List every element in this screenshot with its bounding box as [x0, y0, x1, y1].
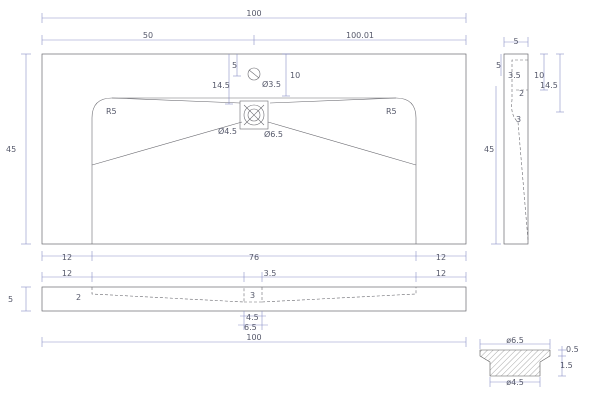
top-view: 100 50 100.01 R5 R5 Ø3.5: [6, 9, 467, 262]
dim-detail-top: ø6.5: [479, 336, 551, 349]
dim-detail-heights: 0.5 1.5: [558, 345, 579, 377]
dim-text-side-upper-rim: 5: [496, 61, 501, 70]
dim-text-hole-to-drain: 10: [290, 71, 300, 80]
dim-text-side-top-width: 5: [513, 37, 518, 46]
slope-line-left: [91, 121, 243, 166]
dim-text-front-overall: 100: [246, 333, 261, 342]
radius-left-label: R5: [106, 107, 117, 116]
dim-text-basin-width: 76: [249, 253, 259, 262]
drain-outer-dia-label: Ø6.5: [264, 129, 283, 139]
tap-hole-dia-label: Ø3.5: [262, 79, 281, 89]
dim-text-front-right-margin: 12: [436, 269, 446, 278]
dim-hole-offset: 5: [232, 54, 241, 77]
dim-front-top: 12 3.5 12: [41, 269, 467, 282]
tap-hole: [247, 67, 261, 81]
dim-text-height: 45: [6, 145, 16, 154]
dim-text-front-left-margin: 12: [62, 269, 72, 278]
dim-text-side-height: 45: [484, 145, 494, 154]
dim-text-overall-width: 100: [246, 9, 261, 18]
dim-front-thickness: 5: [8, 286, 31, 312]
dim-text-left-half: 50: [143, 31, 153, 40]
dim-text-front-slope-depth: 2: [76, 293, 81, 302]
dim-text-left-margin: 12: [62, 253, 72, 262]
drain-cross-b: [243, 104, 265, 126]
slope-line-right: [267, 121, 417, 166]
top-view-outline: [41, 53, 467, 245]
drain-detail-section: [479, 349, 551, 377]
dim-text-detail-height: 1.5: [560, 361, 573, 370]
radius-right-label: R5: [386, 107, 397, 116]
dim-front-drain-dias: 4.5 6.5: [238, 311, 268, 332]
dim-hole-to-drain: 10: [282, 53, 300, 97]
dim-text-right-margin: 12: [436, 253, 446, 262]
side-view: 5 5 3.5 2 3 10 14.5 45: [484, 37, 564, 245]
dim-side-height: 45: [484, 86, 501, 245]
slope-line-top-left: [111, 97, 241, 104]
tap-hole-mark: [248, 69, 260, 79]
side-view-outline: [503, 53, 529, 245]
dim-text-right-half: 100.01: [346, 31, 374, 40]
dim-text-drain-offset: 14.5: [212, 81, 230, 90]
dim-front-overall: 100: [41, 333, 467, 347]
dim-drain-offset: 14.5: [212, 54, 233, 105]
dim-text-side-drain-depth: 14.5: [540, 81, 558, 90]
dim-bottom-widths: 12 76 12: [41, 251, 467, 262]
front-section: 12 3.5 12 5 2 3 4.5 6.5 100: [8, 269, 467, 347]
dim-text-front-drain-inner: 4.5: [246, 313, 259, 322]
slope-line-top-right: [269, 97, 397, 104]
drain-square: [239, 100, 269, 130]
drain-detail: ø6.5 ø4.5 0.5 1.5: [479, 336, 579, 387]
dim-text-front-thickness: 5: [8, 295, 13, 304]
dim-detail-bottom: ø4.5: [489, 377, 541, 387]
front-hidden-basin: [91, 287, 417, 303]
drain-inner-dia-label: Ø4.5: [218, 126, 237, 136]
dim-text-front-drain-depth: 3: [250, 291, 255, 300]
drain-inner-circle: [247, 108, 261, 122]
dim-side-hole-depth: 10: [534, 53, 548, 91]
dim-text-hole-offset: 5: [232, 61, 237, 70]
side-hidden-profile: [511, 59, 529, 241]
drain-outer-circle: [243, 104, 265, 126]
dim-side-top-width: 5: [503, 37, 529, 47]
dim-halves: 50 100.01: [41, 31, 467, 45]
front-section-outline: [41, 286, 467, 312]
dim-text-front-drain-outer: 6.5: [244, 323, 257, 332]
dim-text-side-hole-depth: 10: [534, 71, 544, 80]
dim-text-detail-lip: 0.5: [566, 345, 579, 354]
dim-text-side-depth-step: 3.5: [508, 71, 521, 80]
dim-overall-width: 100: [41, 9, 467, 23]
basin-outline: [91, 97, 417, 244]
dim-text-side-small-b: 3: [516, 115, 521, 124]
dim-text-detail-bottom: ø4.5: [506, 378, 524, 387]
dim-text-front-drain-width: 3.5: [264, 269, 277, 278]
dim-side-drain-depth: 14.5: [540, 53, 564, 113]
dim-text-side-small-a: 2: [519, 89, 524, 98]
dim-text-detail-top: ø6.5: [506, 336, 524, 345]
dim-height: 45: [6, 53, 31, 245]
